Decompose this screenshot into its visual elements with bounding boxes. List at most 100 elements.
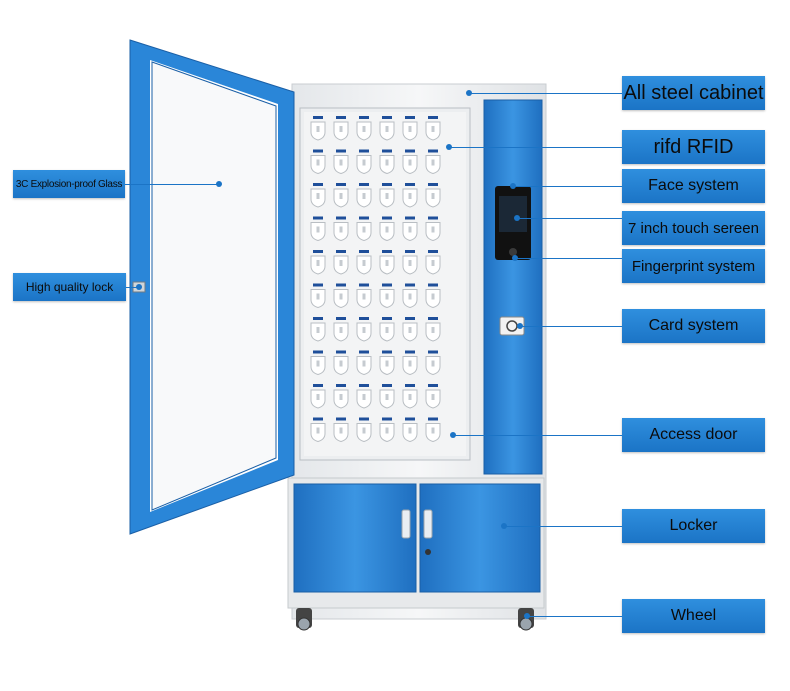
control-panel bbox=[483, 99, 543, 475]
label-card-system: Card system bbox=[622, 309, 765, 343]
key-slot bbox=[310, 216, 326, 242]
key-slot bbox=[356, 116, 372, 141]
key-slot bbox=[356, 216, 372, 242]
key-slot bbox=[333, 417, 349, 443]
key-slot bbox=[425, 183, 441, 208]
key-slot bbox=[356, 384, 372, 409]
key-slot bbox=[333, 250, 349, 275]
leader-line bbox=[454, 435, 622, 436]
label-text: Wheel bbox=[670, 607, 717, 624]
key-slot bbox=[356, 417, 372, 443]
key-slot bbox=[402, 216, 418, 242]
key-slot bbox=[402, 183, 418, 208]
key-slot bbox=[425, 250, 441, 275]
fingerprint-reader[interactable] bbox=[509, 248, 517, 256]
locker-door-left[interactable] bbox=[293, 483, 417, 593]
label-face-system: Face system bbox=[622, 169, 765, 203]
key-slot bbox=[379, 417, 395, 443]
key-slot bbox=[379, 250, 395, 275]
key-slot bbox=[425, 350, 441, 376]
key-slot bbox=[356, 250, 372, 275]
key-slot bbox=[356, 149, 372, 175]
leader-dot bbox=[216, 181, 222, 187]
leader-dot bbox=[501, 523, 507, 529]
label-text: High quality lock bbox=[25, 280, 114, 294]
label-text: Fingerprint system bbox=[631, 257, 756, 275]
key-slot bbox=[402, 250, 418, 275]
key-slot bbox=[356, 283, 372, 309]
key-slot bbox=[425, 384, 441, 409]
leader-line bbox=[514, 186, 622, 187]
leader-line bbox=[518, 218, 622, 219]
locker-door-right[interactable] bbox=[419, 483, 541, 593]
label-rfid: rifd RFID bbox=[622, 130, 765, 164]
key-slot bbox=[356, 183, 372, 208]
leader-dot bbox=[450, 432, 456, 438]
leader-line bbox=[528, 616, 622, 617]
leader-dot bbox=[136, 284, 142, 290]
label-locker: Locker bbox=[622, 509, 765, 543]
key-slot bbox=[333, 183, 349, 208]
label-text: Locker bbox=[669, 517, 718, 534]
key-slot bbox=[356, 350, 372, 376]
leader-dot bbox=[510, 183, 516, 189]
label-text: All steel cabinet bbox=[623, 81, 764, 104]
label-text: Access door bbox=[649, 426, 738, 443]
leader-dot bbox=[512, 255, 518, 261]
key-slot bbox=[402, 283, 418, 309]
key-slot bbox=[379, 183, 395, 208]
leader-dot bbox=[514, 215, 520, 221]
label-touch-screen: 7 inch touch sereen bbox=[622, 211, 765, 245]
locker-handle-left[interactable] bbox=[401, 509, 411, 539]
label-text: rifd RFID bbox=[653, 135, 734, 158]
locker-keyhole[interactable] bbox=[425, 549, 431, 555]
leader-line bbox=[125, 184, 219, 185]
key-slot bbox=[379, 350, 395, 376]
key-slot bbox=[379, 317, 395, 342]
key-slot bbox=[333, 350, 349, 376]
key-slot bbox=[402, 350, 418, 376]
leader-dot bbox=[517, 323, 523, 329]
label-wheel: Wheel bbox=[622, 599, 765, 633]
key-slot bbox=[402, 384, 418, 409]
label-all-steel-cabinet: All steel cabinet bbox=[622, 76, 765, 110]
key-slot bbox=[310, 116, 326, 141]
label-text: 3C Explosion-proof Glass bbox=[15, 178, 123, 190]
key-slot bbox=[379, 216, 395, 242]
locker-handle-right[interactable] bbox=[423, 509, 433, 539]
label-access-door: Access door bbox=[622, 418, 765, 452]
label-high-quality-lock: High quality lock bbox=[13, 273, 126, 301]
label-text: 7 inch touch sereen bbox=[628, 219, 759, 237]
key-slot bbox=[333, 149, 349, 175]
key-slot bbox=[379, 149, 395, 175]
key-slot bbox=[333, 116, 349, 141]
leader-line bbox=[520, 326, 622, 327]
key-slot bbox=[379, 384, 395, 409]
key-slot bbox=[333, 283, 349, 309]
leader-line bbox=[516, 258, 622, 259]
label-explosion-proof-glass: 3C Explosion-proof Glass bbox=[13, 170, 125, 198]
key-slot bbox=[333, 216, 349, 242]
leader-dot bbox=[446, 144, 452, 150]
leader-dot bbox=[524, 613, 530, 619]
open-glass-door[interactable] bbox=[129, 39, 295, 535]
key-slot bbox=[425, 283, 441, 309]
leader-dot bbox=[466, 90, 472, 96]
key-slot bbox=[310, 384, 326, 409]
label-text: Face system bbox=[648, 177, 739, 194]
key-slot bbox=[402, 149, 418, 175]
key-slot bbox=[425, 149, 441, 175]
lower-locker bbox=[287, 477, 545, 609]
key-slot bbox=[425, 417, 441, 443]
key-slot bbox=[402, 417, 418, 443]
key-slot bbox=[425, 317, 441, 342]
key-slot bbox=[310, 250, 326, 275]
leader-line bbox=[450, 147, 622, 148]
key-slot bbox=[310, 149, 326, 175]
key-slot bbox=[425, 216, 441, 242]
key-slot bbox=[333, 317, 349, 342]
label-fingerprint-system: Fingerprint system bbox=[622, 249, 765, 283]
key-slot bbox=[356, 317, 372, 342]
key-slot bbox=[425, 116, 441, 141]
